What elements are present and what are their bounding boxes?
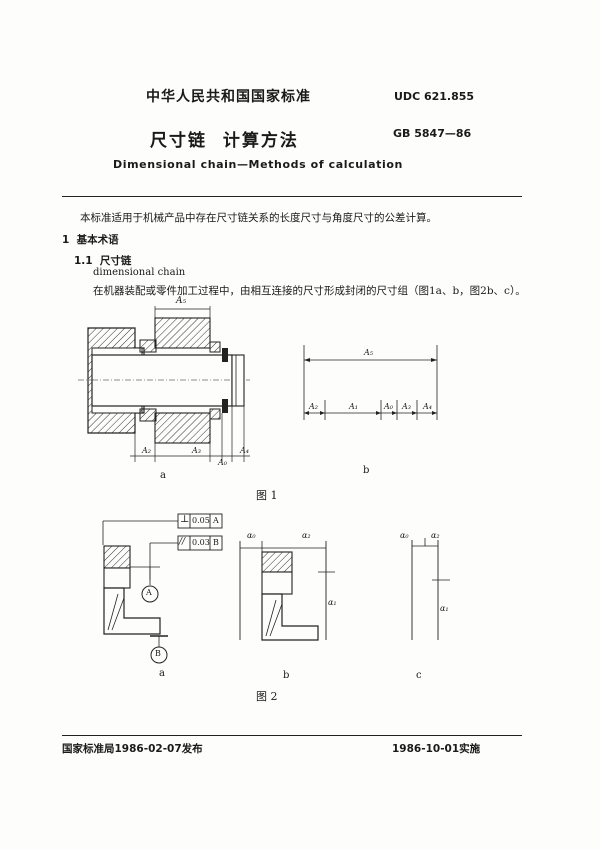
fig1b-dim-a2: A₂ [309,402,318,411]
datum-a-label: A [146,588,152,597]
fig2c-dim-a1: α₁ [440,604,449,613]
fig1b-dim-a0: A₀ [384,402,393,411]
udc-code: UDC 621.855 [394,90,475,103]
fig1b-dim-a4: A₄ [423,402,432,411]
fig1a-dim-a3: A₃ [192,446,201,455]
fig2c-dim-a2: α₂ [431,531,440,540]
issued-date: 国家标准局1986-02-07发布 [62,743,203,755]
fig2c-dim-a0: α₀ [400,531,409,540]
fig1a-dim-a0: A₀ [218,458,227,467]
fig1a-dim-a4: A₄ [240,446,249,455]
gb-number: GB 5847—86 [393,127,472,140]
tol1-symbol: ⊥ [180,514,190,525]
fig1a-label: a [160,470,166,481]
section-1-1-heading: 1.1 尺寸链 [74,255,132,267]
section-1-heading: 1 基本术语 [62,234,119,246]
tol2-value: 0.03 [192,538,210,547]
fig2b-dim-a1: α₁ [328,598,337,607]
document-title-cn: 尺寸链 计算方法 [150,131,299,151]
document-title-en: Dimensional chain—Methods of calculation [113,158,403,171]
fig1b-dim-a5: A₅ [364,348,373,357]
tol1-value: 0.05 [192,516,210,525]
figure1-caption: 图 1 [256,489,278,502]
fig2b-dim-a2: α₂ [302,531,311,540]
definition-paragraph: 在机器装配或零件加工过程中，由相互连接的尺寸形成封闭的尺寸组（图1a、b，图2b… [93,285,526,297]
header-rule [62,196,522,197]
fig2b-dim-a0: α₀ [247,531,256,540]
fig1a-dim-a2: A₂ [142,446,151,455]
term-english: dimensional chain [93,267,186,278]
fig2c-label: c [416,670,422,681]
footer-rule [62,735,522,736]
effective-date: 1986-10-01实施 [392,743,481,755]
figure2-caption: 图 2 [256,690,278,703]
tol2-datum: B [213,538,219,547]
fig1b-label: b [363,465,370,476]
fig2a-label: a [159,668,165,679]
scope-paragraph: 本标准适用于机械产品中存在尺寸链关系的长度尺寸与角度尺寸的公差计算。 [80,212,437,224]
datum-b-label: B [155,649,161,658]
fig1b-dim-a3: A₃ [402,402,411,411]
fig2b-label: b [283,670,290,681]
fig1a-dim-a5: A₅ [176,296,187,306]
country-standard-heading: 中华人民共和国国家标准 [146,89,311,105]
tol2-symbol: // [179,537,186,547]
fig1b-dim-a1: A₁ [349,402,358,411]
tol1-datum: A [213,516,219,525]
